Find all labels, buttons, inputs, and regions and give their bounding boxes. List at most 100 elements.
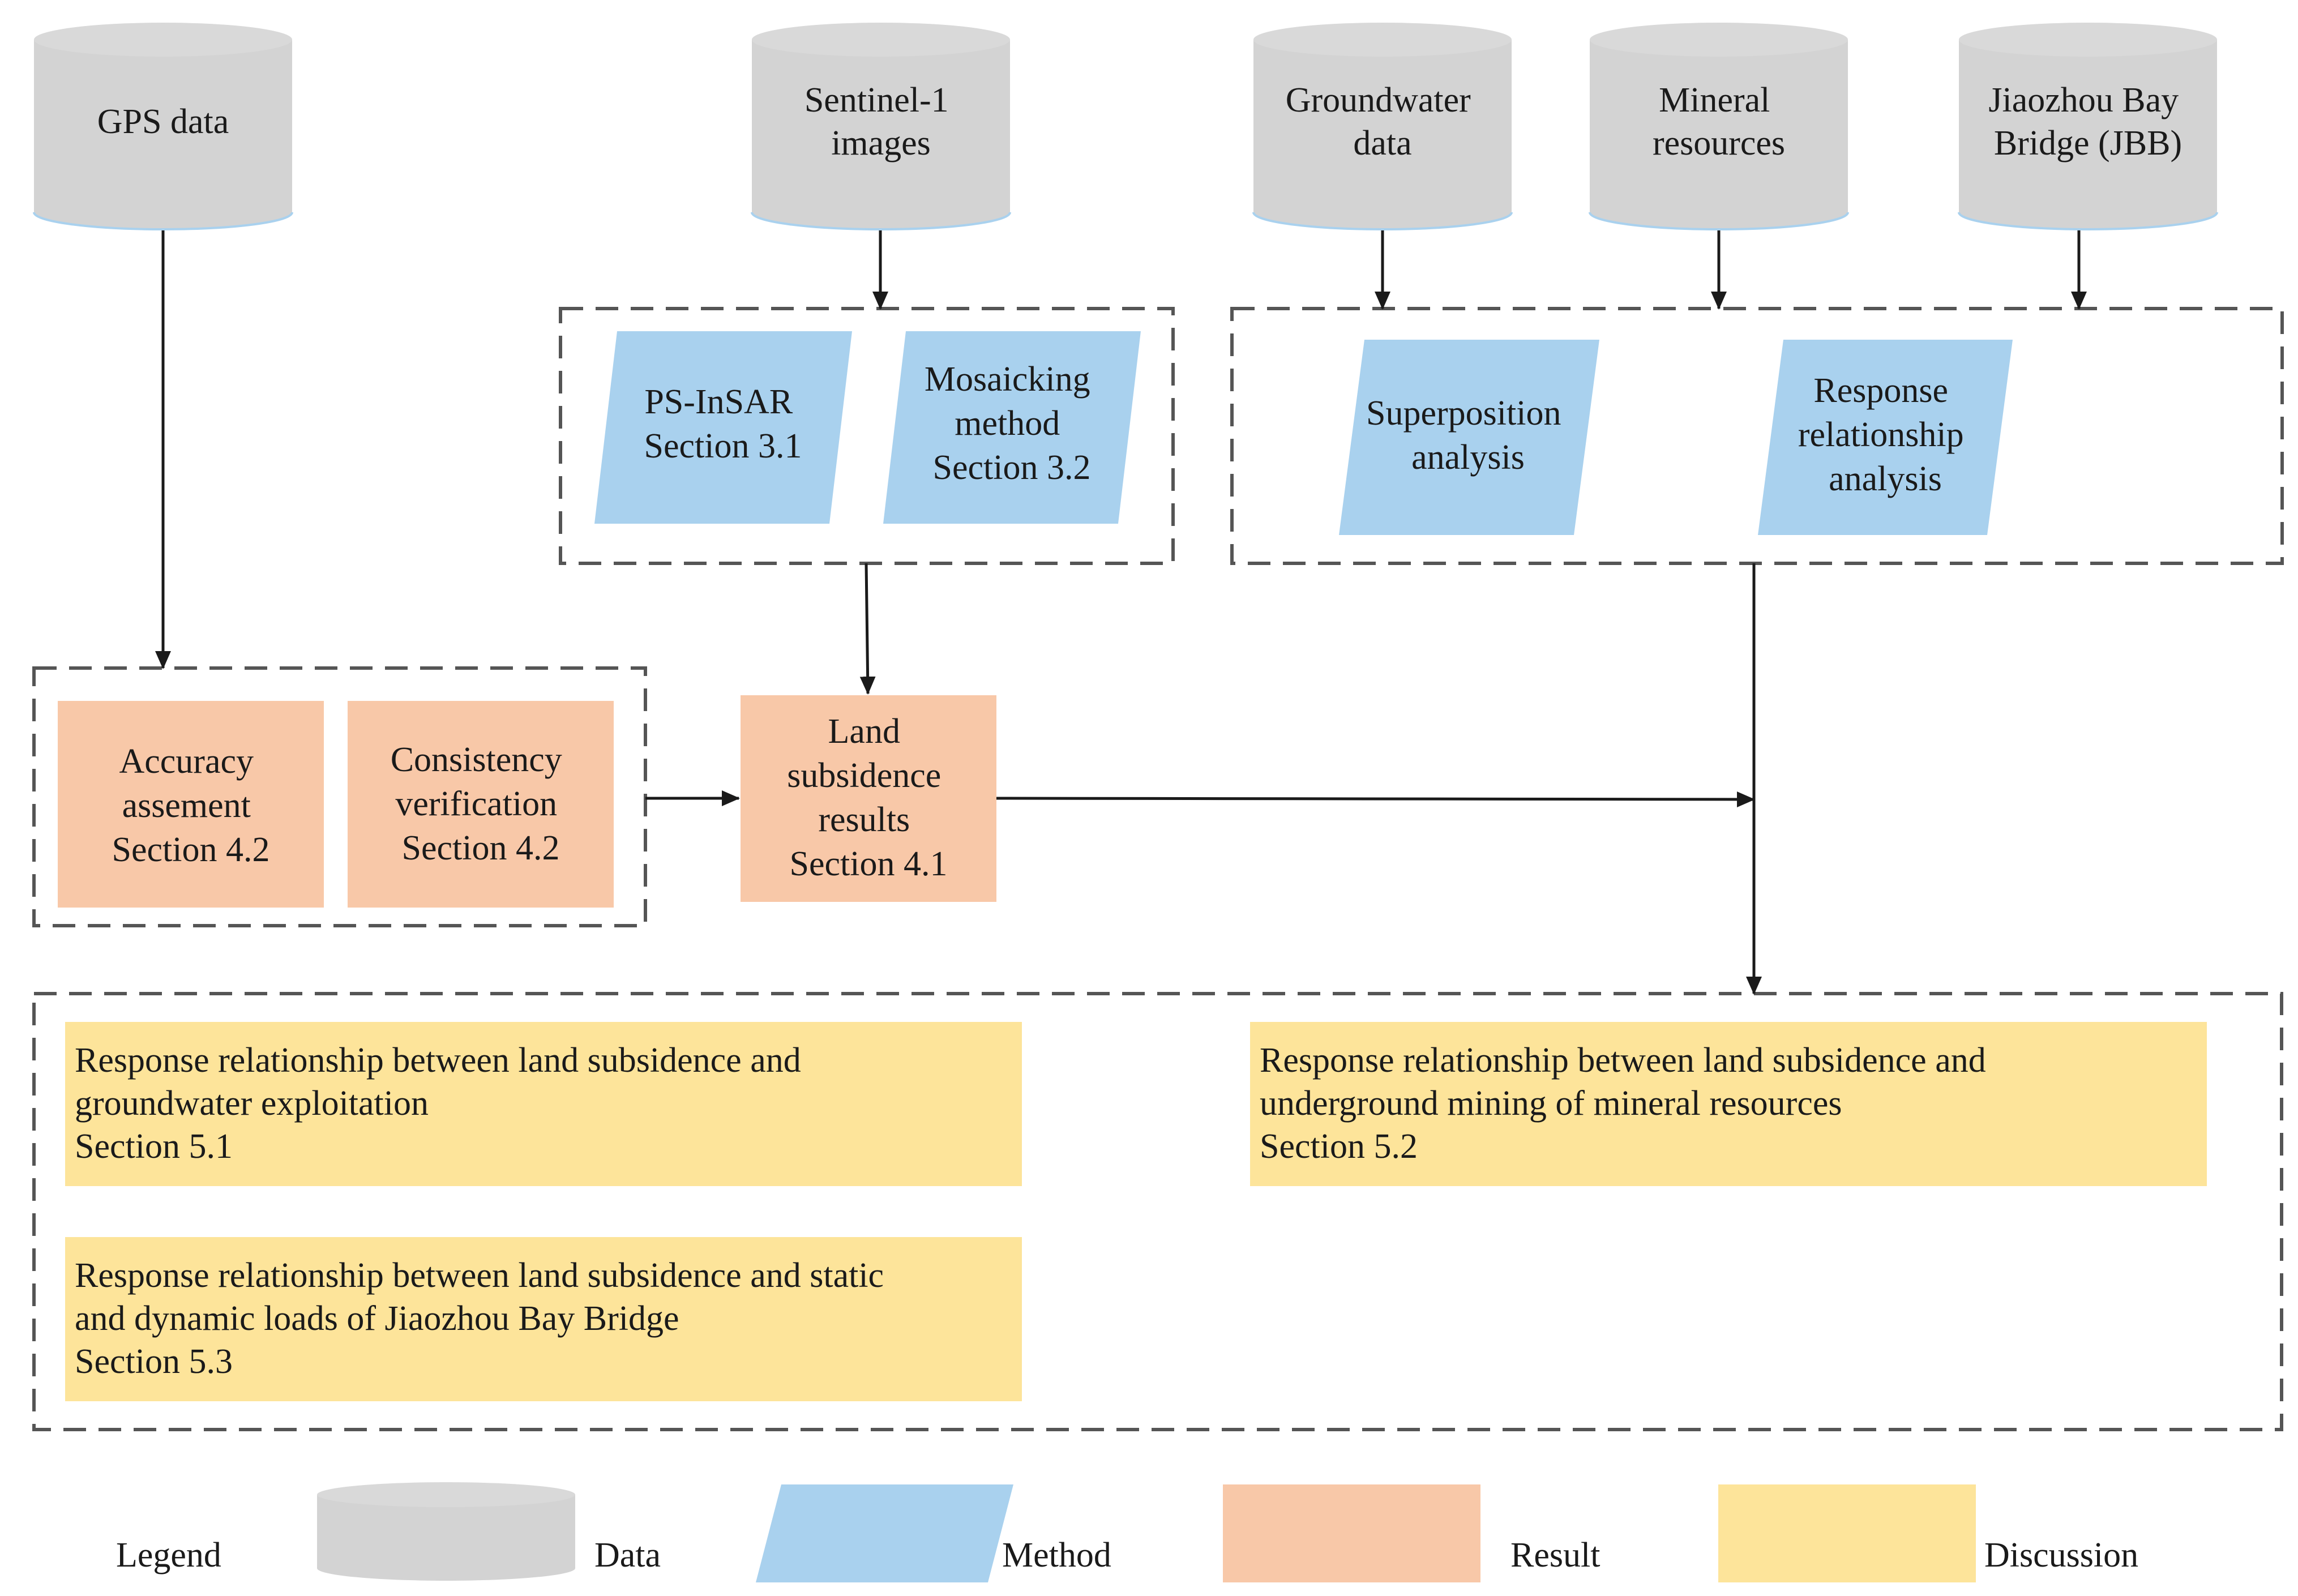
result-land-line2: subsidence (787, 756, 941, 795)
data-gps-line1: GPS data (97, 102, 229, 141)
data-jbb-line2: Bridge (JBB) (1994, 124, 2182, 162)
data-jbb-line1: Jiaozhou Bay (1988, 81, 2179, 119)
cylinder-rim (751, 212, 1011, 230)
data-mineral: Mineral resources (1589, 23, 1849, 230)
legend-data-swatch-top (317, 1482, 575, 1507)
result-shape (348, 701, 614, 908)
discussion-shape (65, 1022, 1022, 1186)
result-consistency-line3: Section 4.2 (402, 829, 560, 867)
svg-text:Response relationship between: Response relationship between land subsi… (75, 1041, 810, 1166)
legend: Legend Data Method Result Discussion (116, 1482, 2138, 1582)
legend-discussion-label: Discussion (1984, 1536, 2138, 1574)
result-shape (741, 695, 996, 902)
result-accuracy: Accuracy assement Section 4.2 (58, 701, 324, 908)
discussion-shape (65, 1237, 1022, 1401)
svg-text:Jiaozhou Bay Bridge (JBB: Jiaozhou Bay Bridge (JBB) (1988, 81, 2187, 162)
result-land-line1: Land (828, 712, 900, 751)
cylinder-shape (1590, 40, 1848, 229)
method-superposition-line2: analysis (1411, 438, 1525, 477)
svg-text:Response relationship between: Response relationship between land subsi… (75, 1256, 893, 1381)
svg-text:Superposition analysis: Superposition analysis (1366, 394, 1570, 477)
arrow-results-to-merge (996, 791, 1755, 807)
method-mosaicking-line2: method (955, 404, 1060, 443)
legend-data-label: Data (594, 1536, 661, 1574)
cylinder-top (752, 23, 1010, 57)
arrow-methods-to-results (859, 563, 876, 695)
cylinder-top (34, 23, 292, 57)
svg-text:Response relationship: Response relationship analysis (1798, 371, 1972, 498)
result-shape (58, 701, 324, 908)
data-mineral-line2: resources (1653, 124, 1785, 162)
result-consistency: Consistency verification Section 4.2 (348, 701, 614, 908)
result-accuracy-line2: assement (122, 786, 251, 825)
data-jbb: Jiaozhou Bay Bridge (JBB) (1958, 23, 2218, 230)
svg-text:Sentinel-1 images: Sentinel-1 images (804, 81, 957, 162)
cylinder-top (1590, 23, 1848, 57)
discussion-mining: Response relationship between land subsi… (1250, 1022, 2207, 1186)
result-consistency-line1: Consistency (391, 741, 562, 779)
result-accuracy-line3: Section 4.2 (112, 831, 270, 869)
method-shape (883, 331, 1141, 524)
svg-text:Groundwater data: Groundwater data (1286, 81, 1480, 162)
discussion-bridge-line2: and dynamic loads of Jiaozhou Bay Bridge (75, 1299, 679, 1338)
svg-text:Land subsidence re: Land subsidence results Section 4.1 (787, 712, 950, 883)
data-groundwater-line1: Groundwater (1286, 81, 1471, 119)
discussion-bridge-line1: Response relationship between land subsi… (75, 1256, 884, 1295)
cylinder-rim (33, 212, 293, 230)
legend-data-swatch (317, 1495, 575, 1581)
discussion-groundwater-line1: Response relationship between land subsi… (75, 1041, 801, 1080)
method-group-analysis (1230, 307, 2284, 565)
data-groundwater: Groundwater data (1252, 23, 1513, 230)
result-consistency-line2: verification (395, 785, 557, 823)
result-land-line3: results (818, 801, 910, 839)
legend-result-swatch (1223, 1484, 1480, 1582)
data-sentinel-line1: Sentinel-1 (804, 81, 949, 119)
svg-text:Consistency verification: Consistency verification Section 4.2 (391, 741, 571, 867)
cylinder-shape (1253, 40, 1512, 229)
legend-method-swatch (756, 1484, 1013, 1582)
discussion-group (32, 992, 2283, 1431)
result-land-subsidence: Land subsidence results Section 4.1 (741, 695, 996, 902)
method-response-line2: relationship (1798, 416, 1964, 454)
cylinder-rim (1252, 212, 1513, 230)
cylinder-shape (752, 40, 1010, 229)
cylinder-rim (1589, 212, 1849, 230)
method-mosaicking-line3: Section 3.2 (933, 448, 1091, 487)
svg-text:GPS data: GPS data (97, 102, 229, 141)
legend-title: Legend (116, 1536, 221, 1574)
discussion-groundwater: Response relationship between land subsi… (65, 1022, 1022, 1186)
method-mosaicking: Mosaicking method Section 3.2 (883, 331, 1141, 524)
discussion-mining-line1: Response relationship between land subsi… (1260, 1041, 1986, 1080)
method-response-line3: analysis (1829, 460, 1942, 498)
result-land-line4: Section 4.1 (790, 845, 948, 883)
cylinder-rim (1958, 212, 2218, 230)
method-psinsar: PS-InSAR Section 3.1 (594, 331, 852, 524)
discussion-groundwater-line2: groundwater exploitation (75, 1084, 429, 1123)
method-shape (594, 331, 852, 524)
method-shape (1758, 340, 2013, 535)
data-sentinel-line2: images (831, 124, 931, 162)
legend-result-label: Result (1510, 1536, 1600, 1574)
cylinder-shape (1959, 40, 2217, 229)
cylinder-top (1253, 23, 1512, 57)
discussion-shape (1250, 1022, 2207, 1186)
cylinder-top (1959, 23, 2217, 57)
data-mineral-line1: Mineral (1659, 81, 1770, 119)
data-sentinel: Sentinel-1 images (751, 23, 1011, 230)
data-groundwater-line2: data (1353, 124, 1411, 162)
data-gps: GPS data (33, 23, 293, 230)
discussion-groundwater-line3: Section 5.1 (75, 1127, 233, 1166)
method-response-line1: Response (1813, 371, 1948, 410)
method-shape (1339, 340, 1599, 535)
legend-method-label: Method (1002, 1536, 1111, 1574)
method-response: Response relationship analysis (1758, 340, 2013, 535)
cylinder-shape (34, 40, 292, 229)
svg-text:Mineral resources: Mineral resources (1653, 81, 1785, 162)
svg-text:Response relationship between: Response relationship between land subsi… (1260, 1041, 1995, 1166)
discussion-bridge-line3: Section 5.3 (75, 1342, 233, 1381)
method-superposition-line1: Superposition (1366, 394, 1561, 433)
discussion-mining-line2: underground mining of mineral resources (1260, 1084, 1842, 1123)
method-mosaicking-line1: Mosaicking (925, 360, 1090, 399)
svg-text:PS-InSAR Section 3.1: PS-InSAR Section 3.1 (644, 383, 802, 465)
